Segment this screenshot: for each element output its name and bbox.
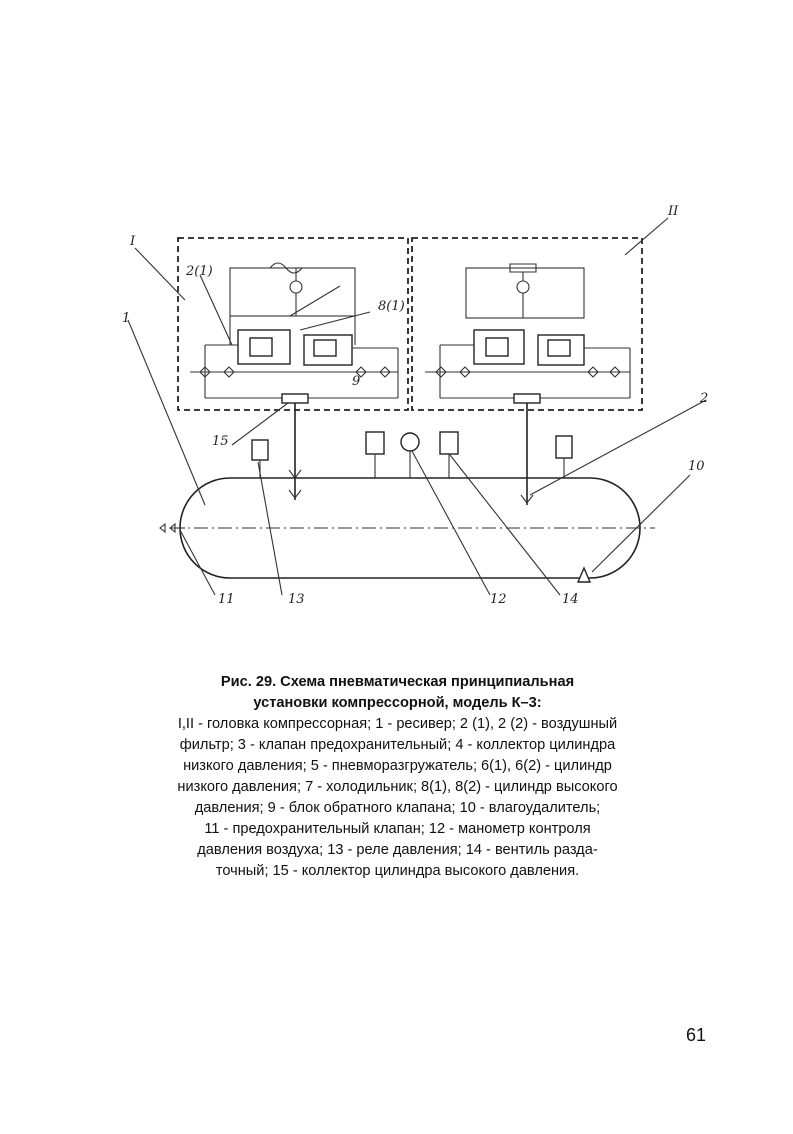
hp-collector-2 [513, 393, 541, 404]
caption-title-line-2: установки компрессорной, модель К–3: [253, 695, 542, 711]
label-1: 1 [122, 311, 130, 326]
valve-14 [439, 431, 459, 478]
compressor-head-2-internals [425, 263, 631, 399]
label-10: 10 [688, 459, 705, 474]
caption-line: низкого давления; 5 - пневморазгружатель… [183, 758, 612, 774]
caption-line: давления воздуха; 13 - реле давления; 14… [197, 842, 598, 858]
label-8-1: 8(1) [378, 299, 405, 314]
page-number: 61 [686, 1025, 707, 1045]
manometer-12 [400, 432, 420, 478]
compressor-head-1-internals [190, 262, 399, 399]
label-15: 15 [212, 434, 229, 449]
pressure-relay-13 [365, 431, 385, 478]
caption-line: низкого давления; 7 - холодильник; 8(1),… [177, 779, 618, 795]
caption-line: точный; 15 - коллектор цилиндра высокого… [215, 863, 580, 879]
label-13: 13 [288, 592, 305, 607]
label-head-1: I [129, 234, 136, 249]
caption-line: 11 - предохранительный клапан; 12 - мано… [204, 821, 591, 837]
compressor-head-1-box [177, 237, 409, 411]
caption-line: фильтр; 3 - клапан предохранительный; 4 … [179, 737, 616, 753]
caption-line: I,II - головка компрессорная; 1 - ресиве… [177, 716, 618, 732]
label-2: 2 [699, 391, 708, 406]
label-head-2: II [667, 204, 679, 219]
label-11: 11 [218, 592, 235, 607]
label-12: 12 [490, 592, 507, 607]
figure-caption: Рис. 29. Схема пневматическая принципиал… [110, 672, 685, 882]
receiver-vessel [179, 477, 641, 579]
label-9: 9 [352, 374, 360, 389]
leader-lines [127, 217, 707, 596]
safety-valve-left [159, 522, 185, 534]
compressor-head-2-box [411, 237, 643, 411]
moisture-separator [576, 566, 592, 583]
feed-lines [288, 403, 534, 505]
caption-line: давления; 9 - блок обратного клапана; 10… [194, 800, 601, 816]
filter-2 [555, 435, 573, 478]
pneumatic-scheme-diagram: I II 1 2 2(1) 8(1) 9 10 11 13 12 14 15 [122, 204, 708, 607]
label-2-1: 2(1) [185, 264, 213, 279]
relief-valve-15 [251, 439, 269, 478]
label-14: 14 [562, 592, 579, 607]
hp-collector-1 [281, 393, 309, 404]
caption-title-line-1: Рис. 29. Схема пневматическая принципиал… [220, 674, 575, 690]
